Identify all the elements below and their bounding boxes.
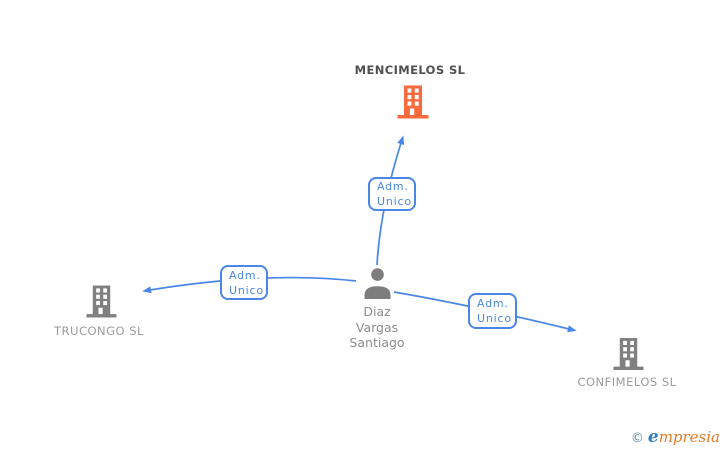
company-label-trucongo: TRUCONGO SL bbox=[54, 324, 144, 338]
person-name-line1: Diaz bbox=[363, 304, 391, 319]
empresia-watermark: ©empresia bbox=[631, 427, 720, 447]
edge-label-line1: Adm. bbox=[477, 297, 509, 310]
building-icon-mencimelos[interactable] bbox=[397, 85, 429, 119]
building-icon-trucongo[interactable] bbox=[86, 285, 117, 318]
person-name-line2: Vargas bbox=[355, 319, 399, 335]
company-label-confimelos: CONFIMELOS SL bbox=[577, 375, 677, 389]
edge-label-line2: Unico bbox=[229, 283, 264, 297]
company-label-mencimelos: MENCIMELOS SL bbox=[354, 63, 466, 77]
edge-label-box-mencimelos: Adm. Unico bbox=[368, 177, 416, 211]
edge-label-box-trucongo: Adm. Unico bbox=[220, 265, 268, 300]
edge-label-line2: Unico bbox=[477, 312, 512, 325]
person-icon[interactable] bbox=[362, 268, 394, 299]
edge-label-box-confimelos: Adm. Unico bbox=[468, 293, 517, 329]
building-icon-confimelos[interactable] bbox=[613, 337, 644, 371]
copyright-icon: © bbox=[630, 431, 644, 446]
person-name-line3: Santiago bbox=[349, 335, 405, 350]
person-name: Diaz Vargas Santiago bbox=[317, 304, 437, 351]
edge-label-line1: Adm. bbox=[229, 268, 261, 282]
edge-label-line2: Unico bbox=[377, 195, 412, 208]
brand-logo-text: mpresia bbox=[658, 428, 720, 446]
edge-label-line1: Adm. bbox=[377, 180, 409, 193]
brand-logo-initial: e bbox=[647, 427, 659, 447]
